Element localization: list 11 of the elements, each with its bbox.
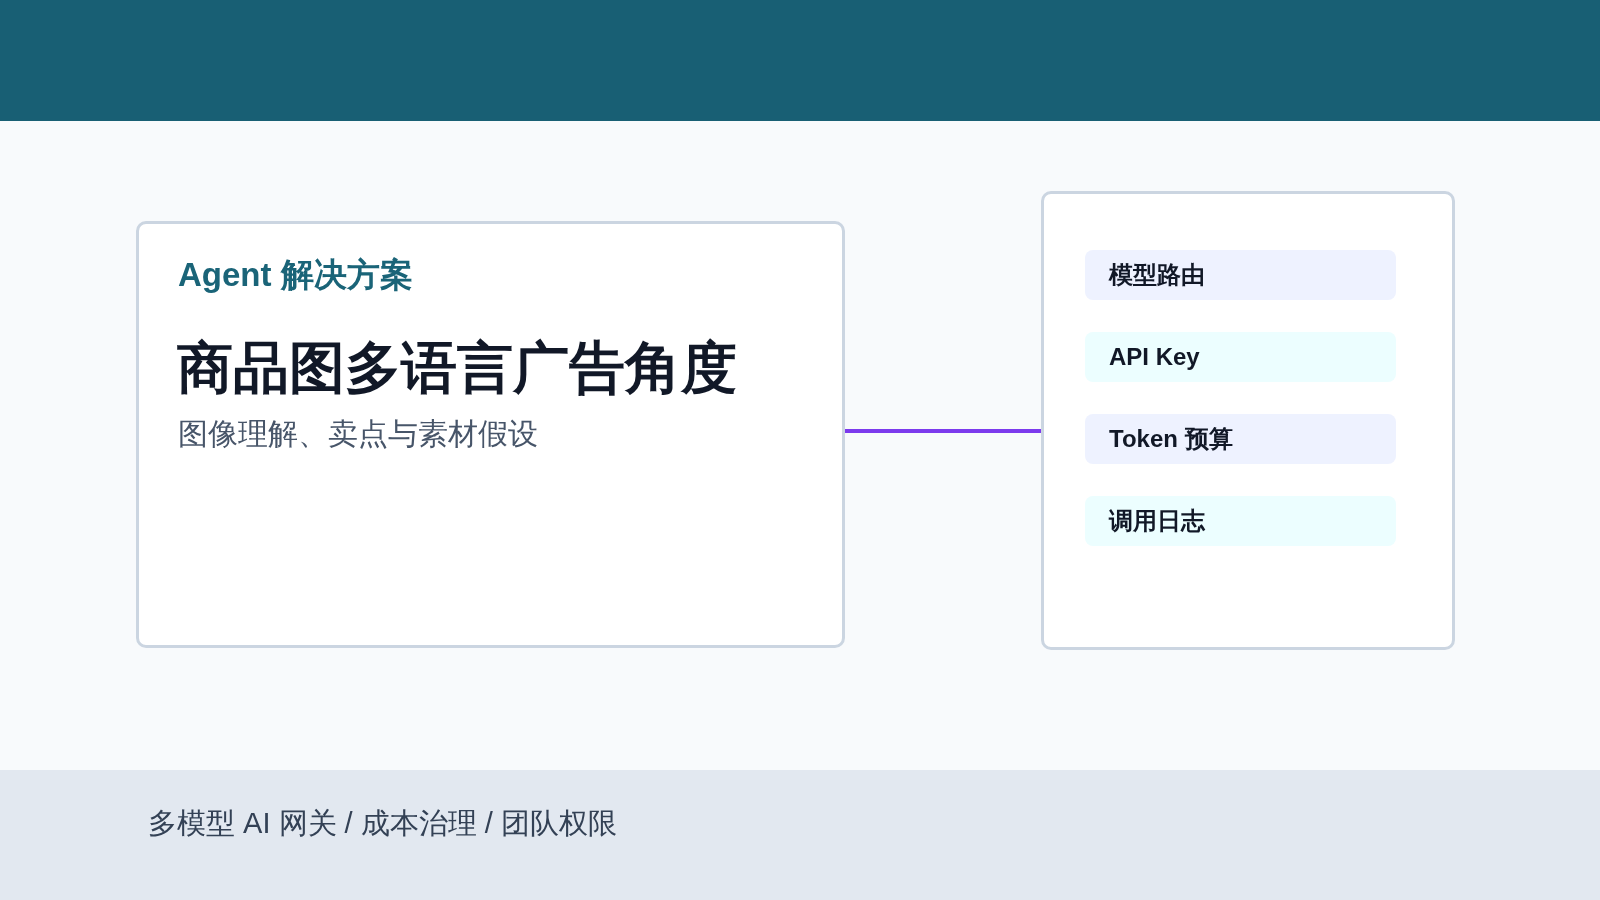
feature-label: 模型路由 — [1109, 261, 1205, 290]
feature-label: 调用日志 — [1109, 507, 1205, 536]
solution-card — [136, 221, 845, 648]
feature-panel — [1041, 191, 1455, 650]
footer-tagline: 多模型 AI 网关 / 成本治理 / 团队权限 — [148, 806, 617, 841]
connector-line — [845, 429, 1041, 433]
card-subtitle: 图像理解、卖点与素材假设 — [178, 416, 538, 452]
card-title: 商品图多语言广告角度 — [177, 335, 737, 401]
feature-label: Token 预算 — [1109, 425, 1233, 454]
section-label: Agent 解决方案 — [178, 255, 413, 295]
feature-label: API Key — [1109, 343, 1200, 372]
